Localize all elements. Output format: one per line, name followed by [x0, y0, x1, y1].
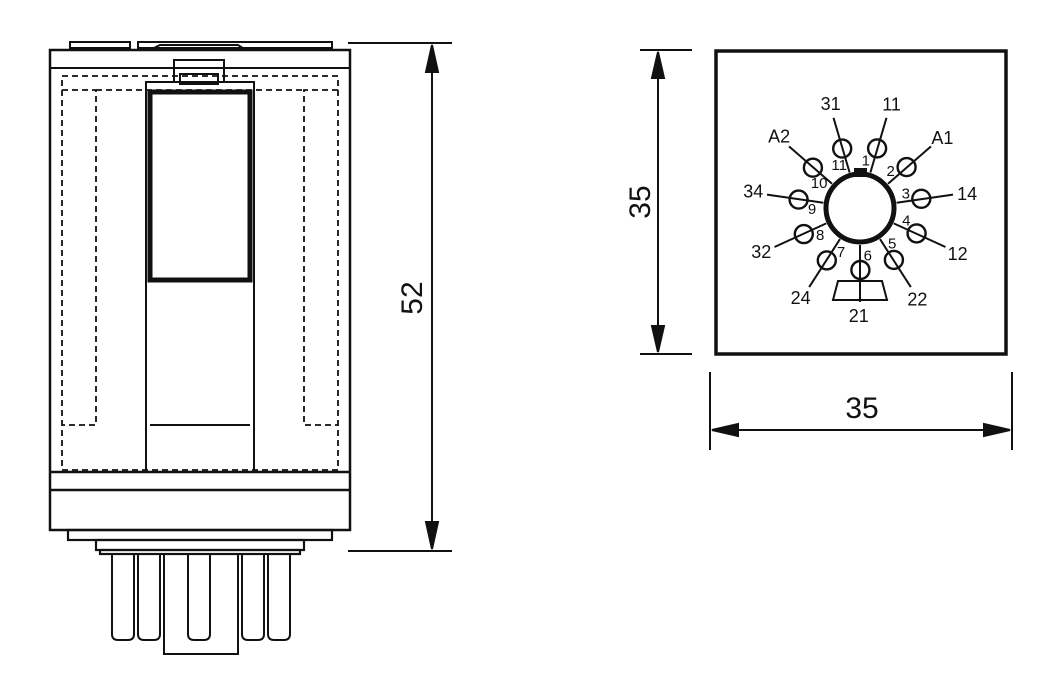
terminal-label: A1 — [931, 128, 953, 148]
pin-hole — [906, 223, 927, 244]
sector-divider — [893, 222, 946, 248]
keyway-notch — [854, 168, 867, 177]
pin-hole — [788, 189, 809, 210]
pin-hole — [911, 188, 932, 210]
sector-divider — [832, 117, 851, 173]
pin-number: 6 — [864, 247, 872, 264]
socket-outline — [714, 49, 1008, 356]
relay-top-cap — [69, 41, 333, 85]
sector-divider — [887, 145, 932, 185]
pin-hole — [896, 156, 917, 178]
terminal-label: 11 — [882, 95, 901, 115]
terminal-label: 32 — [751, 242, 771, 262]
socket-height-dimension — [640, 49, 692, 355]
terminal-label: 34 — [743, 181, 763, 201]
relay-window — [147, 89, 253, 283]
pin-number: 4 — [902, 213, 910, 230]
sector-divider — [766, 193, 824, 204]
pin-hole — [832, 138, 853, 159]
terminal-label: 14 — [957, 184, 977, 204]
pin-hole — [850, 259, 871, 281]
pin-number: 1 — [862, 152, 870, 169]
pin-number: 10 — [811, 175, 828, 192]
pin-hole — [793, 223, 814, 245]
pin-hole — [866, 138, 888, 159]
terminal-label: 22 — [907, 290, 927, 310]
terminal-label: A2 — [768, 126, 790, 146]
pin-number: 8 — [816, 227, 824, 244]
pin-number: 2 — [887, 163, 895, 180]
pin-number: 3 — [902, 186, 910, 203]
pin-number: 9 — [808, 201, 816, 218]
height-dimension — [348, 42, 452, 552]
terminal-label: 31 — [821, 94, 841, 114]
socket-height-label: 35 — [624, 185, 657, 218]
relay-body — [48, 48, 352, 532]
terminal-label: 21 — [849, 306, 869, 326]
sector-divider — [788, 145, 833, 185]
sector-divider — [879, 238, 912, 288]
pin-number: 5 — [888, 236, 896, 253]
height-dimension-label: 52 — [396, 281, 429, 314]
pin-number: 11 — [831, 157, 847, 174]
relay-base — [66, 528, 334, 556]
terminal-label: 12 — [948, 244, 968, 264]
pin-hole — [883, 249, 905, 271]
socket-width-label: 35 — [845, 392, 878, 425]
sector-divider — [896, 193, 954, 204]
socket-width-dimension — [709, 372, 1013, 450]
sector-divider — [869, 117, 888, 173]
relay-hidden-contours — [61, 75, 339, 471]
relay-center-module — [145, 81, 255, 473]
pin-hole — [816, 250, 837, 271]
pin-number: 7 — [837, 244, 845, 261]
pin-hole — [802, 157, 824, 178]
relay-side-view — [48, 41, 352, 655]
center-hole — [823, 171, 897, 245]
sector-divider — [774, 222, 827, 248]
relay-pins — [111, 554, 291, 655]
terminal-label: 24 — [791, 288, 811, 308]
sector-divider — [808, 238, 841, 288]
